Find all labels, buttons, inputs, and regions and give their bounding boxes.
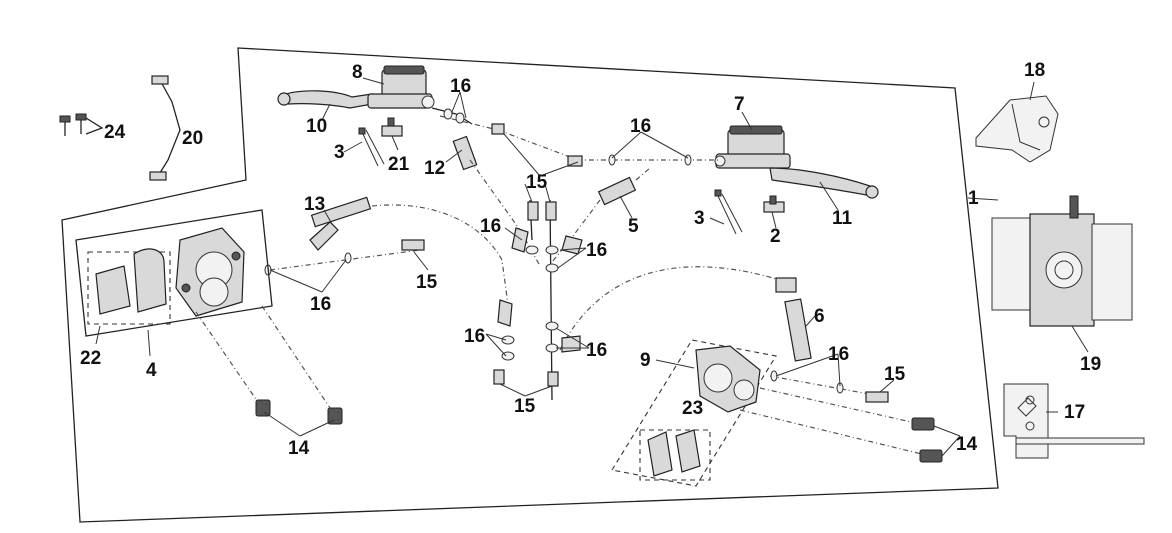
- label-16: 16: [310, 294, 331, 315]
- bracket-part-17: [1003, 383, 1145, 459]
- label-23: 23: [682, 398, 703, 419]
- left-switch-wire: [358, 127, 385, 167]
- label-7: 7: [734, 94, 745, 115]
- label-20: 20: [182, 128, 203, 149]
- bolt-part-20: [149, 75, 181, 181]
- label-5: 5: [628, 216, 639, 237]
- label-16: 16: [586, 240, 607, 261]
- label-2: 2: [770, 226, 781, 247]
- label-16: 16: [586, 340, 607, 361]
- right-switch-wire: [714, 189, 743, 235]
- left-lever-master-cylinder: [277, 65, 435, 109]
- front-caliper-group: [75, 209, 343, 425]
- assembly-boundary: [61, 47, 999, 523]
- right-lever-master-cylinder: [714, 125, 879, 199]
- right-brake-switch: [763, 195, 785, 213]
- label-19: 19: [1080, 354, 1101, 375]
- label-6: 6: [814, 306, 825, 327]
- label-15: 15: [514, 396, 536, 417]
- label-8: 8: [352, 62, 363, 83]
- leader-lines: [95, 77, 1089, 457]
- label-16: 16: [480, 216, 501, 237]
- part-number-labels: 1 2 3 3 4 5 6 7 8 9 10 11 12 13 14 14 15…: [80, 60, 1101, 459]
- label-16: 16: [450, 76, 471, 97]
- label-15: 15: [884, 364, 906, 385]
- screw-part-24: [59, 113, 104, 136]
- label-16: 16: [828, 344, 849, 365]
- label-21: 21: [388, 154, 410, 175]
- abs-unit-part-19: [991, 195, 1133, 327]
- label-15: 15: [416, 272, 438, 293]
- bracket-part-18: [975, 95, 1059, 163]
- rear-caliper-group: [611, 339, 943, 487]
- label-16: 16: [464, 326, 485, 347]
- label-3: 3: [694, 208, 705, 229]
- label-12: 12: [424, 158, 445, 179]
- label-18: 18: [1024, 60, 1045, 81]
- brake-hoses: [264, 107, 889, 403]
- label-10: 10: [306, 116, 327, 137]
- label-24: 24: [104, 122, 126, 143]
- label-16: 16: [630, 116, 651, 137]
- label-4: 4: [146, 360, 157, 381]
- label-3: 3: [334, 142, 345, 163]
- label-15: 15: [526, 172, 548, 193]
- left-brake-switch: [381, 117, 403, 137]
- label-17: 17: [1064, 402, 1085, 423]
- label-9: 9: [640, 350, 651, 371]
- label-14: 14: [288, 438, 310, 459]
- label-22: 22: [80, 348, 101, 369]
- label-14: 14: [956, 434, 978, 455]
- label-1: 1: [968, 188, 979, 209]
- label-11: 11: [832, 208, 853, 229]
- label-13: 13: [304, 194, 325, 215]
